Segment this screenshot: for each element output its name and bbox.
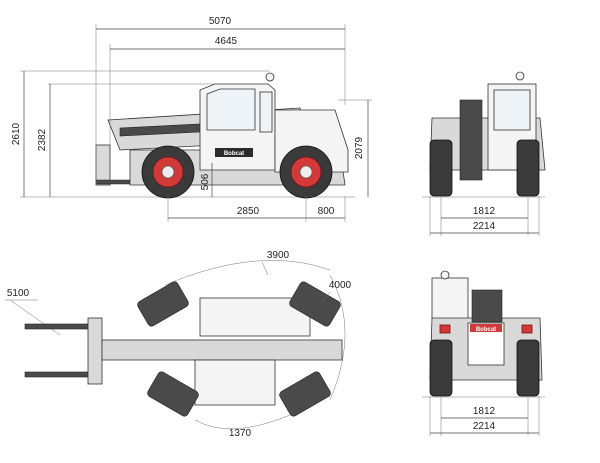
rear-right-tire	[516, 339, 540, 397]
top-boom	[101, 339, 343, 361]
top-view: 5100 3900 4000 1370	[5, 250, 352, 439]
rear-badge-logo	[470, 324, 502, 332]
fork-carriage	[95, 144, 111, 186]
dim-front-width: 2214	[473, 221, 496, 232]
dim-length-to-carriage: 4645	[215, 36, 238, 47]
dim-rear-track: 1812	[473, 406, 496, 417]
front-view: 1812 2214	[422, 71, 546, 236]
side-badge-logo	[215, 148, 253, 157]
dim-front-track: 1812	[473, 206, 496, 217]
arc-4000	[329, 274, 346, 401]
dim-rear-height: 2079	[354, 136, 365, 159]
rear-cab	[431, 277, 469, 321]
top-wheel-rl	[289, 281, 341, 327]
rear-engine	[471, 289, 503, 323]
front-left-tire	[429, 139, 453, 197]
dim-cab-height: 2382	[37, 128, 48, 151]
top-wheel-fl	[137, 281, 189, 327]
front-boom	[459, 99, 483, 181]
top-wheel-fr	[147, 371, 199, 417]
side-view: Bobcat 5070 4645 2610 2382 2079 506	[11, 16, 372, 222]
dim-overall-length: 5070	[209, 16, 232, 27]
rear-beacon-icon	[440, 270, 450, 280]
dim-rear-overhang: 800	[318, 206, 335, 217]
top-wheel-rr	[279, 371, 331, 417]
dim-rear-swing-radius: 4000	[329, 280, 352, 291]
dim-rear-width: 2214	[473, 421, 496, 432]
rear-left-tire	[429, 339, 453, 397]
top-carriage	[87, 317, 103, 385]
arc-5100-leader	[9, 299, 61, 336]
arc-1370	[194, 414, 291, 430]
front-right-tire	[516, 139, 540, 197]
front-beacon-icon	[515, 71, 525, 81]
top-cab	[194, 359, 276, 406]
rear-view: Bobcat 1812 2214	[422, 270, 545, 436]
dim-outer-turning-radius: 5100	[7, 288, 30, 299]
svg-text:Bobcat: Bobcat	[476, 327, 496, 333]
dim-ground-clearance: 506	[200, 173, 211, 190]
svg-text:Bobcat: Bobcat	[224, 151, 244, 157]
beacon-icon	[265, 72, 275, 82]
arc-3900	[164, 260, 331, 286]
dim-inner-turning-radius: 1370	[229, 428, 252, 439]
dim-inner-arc-radius: 3900	[267, 250, 290, 261]
dim-wheelbase: 2850	[237, 206, 260, 217]
dim-overall-height: 2610	[11, 122, 22, 145]
